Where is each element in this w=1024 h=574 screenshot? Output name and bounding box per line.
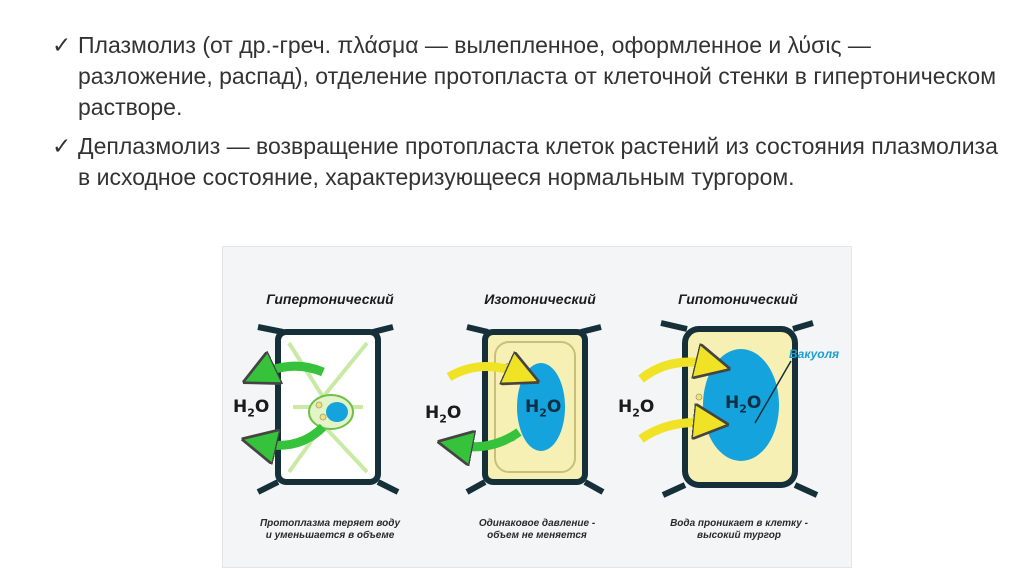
caption-line: Одинаковое давление - — [449, 518, 625, 530]
panel-title-hypotonic: Гипотонический — [653, 291, 823, 307]
caption-line: объем не меняется — [449, 530, 625, 542]
check-icon: ✓ — [52, 131, 78, 162]
h2o-label: H2O — [725, 393, 761, 415]
bullet-plasmolysis: ✓ Плазмолиз (от др.-греч. πλάσμα — вылеп… — [52, 30, 1002, 123]
plasmolysis-definition: Плазмолиз (от др.-греч. πλάσμα — вылепле… — [78, 30, 1002, 123]
check-icon: ✓ — [52, 30, 78, 61]
osmosis-figure: Гипертонический Изотонический Гипотониче… — [222, 246, 852, 568]
caption-hypertonic: Протоплазма теряет воду и уменьшается в … — [242, 518, 418, 542]
caption-line: Протоплазма теряет воду — [242, 518, 418, 530]
panel-title-hypertonic: Гипертонический — [245, 291, 415, 307]
caption-line: и уменьшается в объеме — [242, 530, 418, 542]
panel-title-isotonic: Изотонический — [455, 291, 625, 307]
caption-line: Вода проникает в клетку - — [651, 518, 827, 530]
h2o-label: H2O — [525, 397, 561, 419]
h2o-label: H2O — [618, 397, 654, 419]
vacuole-label: Вакуоля — [789, 347, 839, 361]
caption-isotonic: Одинаковое давление - объем не меняется — [449, 518, 625, 542]
vacuole — [326, 402, 348, 422]
h2o-label: H2O — [233, 397, 269, 419]
caption-line: высокий тургор — [651, 530, 827, 542]
bullet-list: ✓ Плазмолиз (от др.-греч. πλάσμα — вылеп… — [52, 30, 1002, 201]
h2o-label: H2O — [425, 403, 461, 425]
bullet-deplasmolysis: ✓ Деплазмолиз — возвращение протопласта … — [52, 131, 1002, 193]
hypertonic-cell — [258, 327, 398, 492]
deplasmolysis-definition: Деплазмолиз — возвращение протопласта кл… — [78, 131, 1002, 193]
caption-hypotonic: Вода проникает в клетку - высокий тургор — [651, 518, 827, 542]
